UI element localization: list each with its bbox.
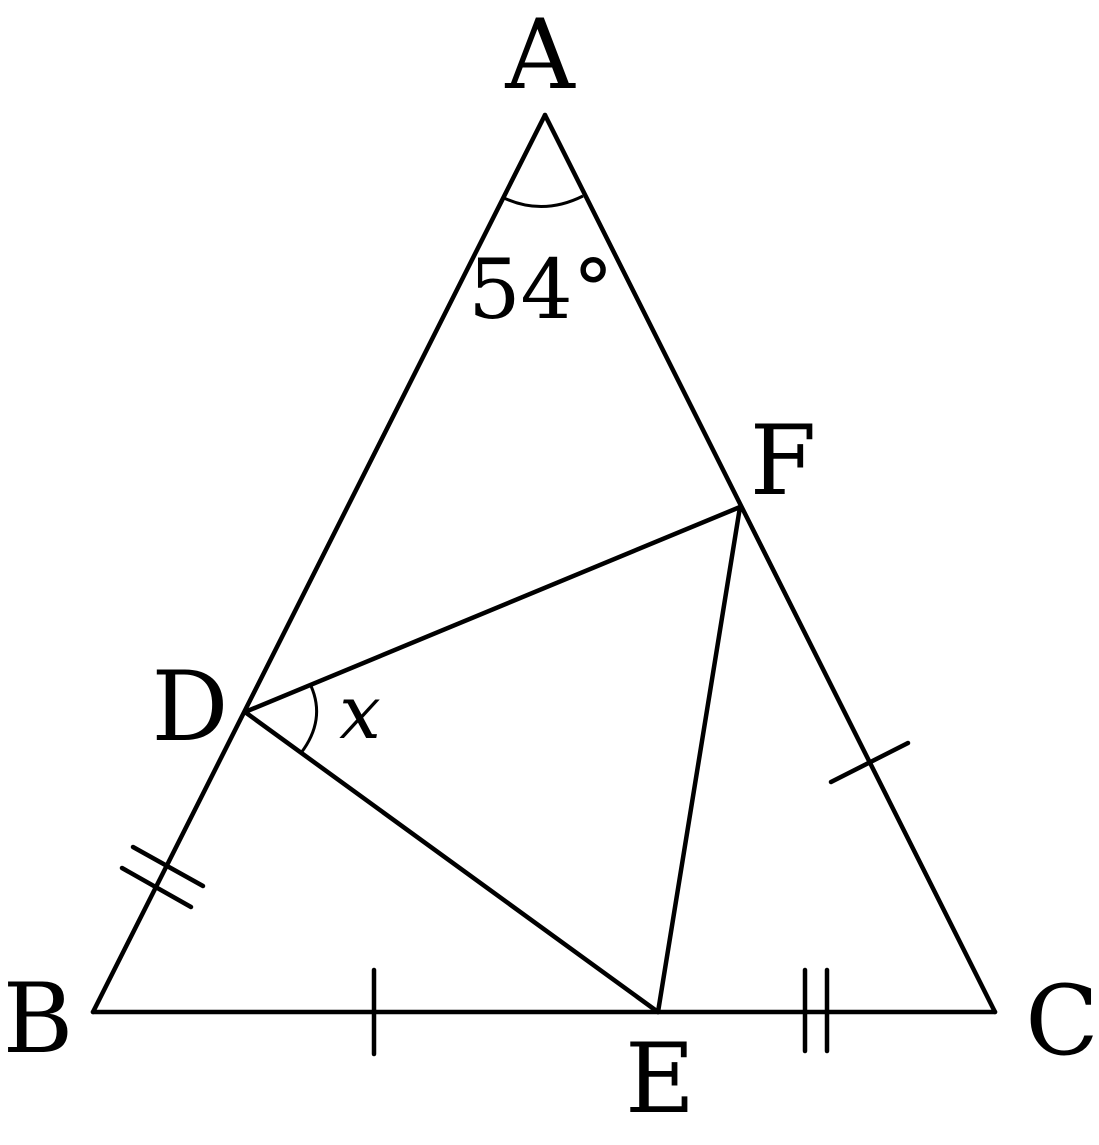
angle-label-apex: 54° bbox=[468, 243, 613, 338]
vertex-label-f: F bbox=[750, 405, 817, 517]
vertex-label-b: B bbox=[3, 963, 74, 1075]
single-tick-fc bbox=[828, 740, 911, 785]
angle-label-x: x bbox=[339, 670, 381, 756]
edge-df bbox=[242, 504, 743, 715]
double-tick-bd-1 bbox=[130, 844, 206, 889]
edge-ef bbox=[655, 504, 743, 1015]
angle-arc-d bbox=[299, 685, 319, 754]
vertex-label-d: D bbox=[152, 651, 229, 763]
edge-de bbox=[242, 709, 661, 1015]
double-tick-bd-2 bbox=[119, 865, 194, 910]
vertex-label-c: C bbox=[1025, 965, 1098, 1077]
angle-arc-a bbox=[503, 194, 584, 208]
vertex-label-e: E bbox=[625, 1023, 695, 1135]
edge-ab bbox=[90, 112, 548, 1015]
edge-ac bbox=[542, 112, 998, 1015]
vertex-label-a: A bbox=[504, 0, 576, 111]
